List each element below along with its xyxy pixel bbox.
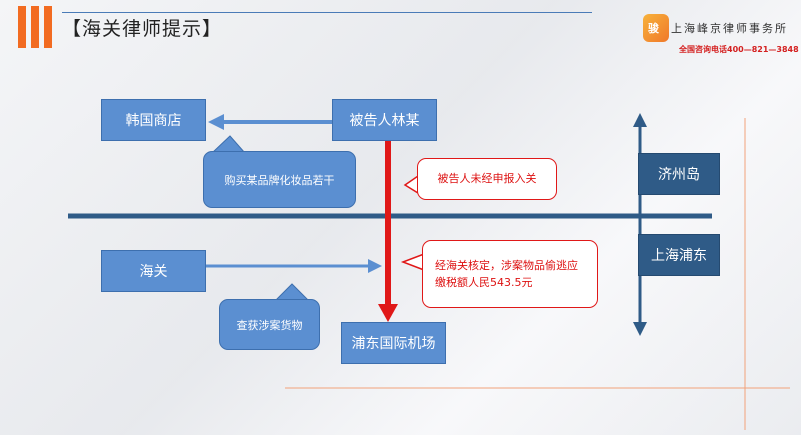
page-title: 【海关律师提示】 <box>62 18 223 40</box>
callout-pointer-2 <box>400 252 425 272</box>
accent-bar-2 <box>31 6 39 48</box>
korean-store-box: 韩国商店 <box>101 99 206 141</box>
defendant-box: 被告人林某 <box>332 99 437 141</box>
firm-logo: 骏 上海峰京律师事务所 全国咨询电话400—821—3848 <box>643 14 799 60</box>
pudong-airport-box: 浦东国际机场 <box>341 322 446 364</box>
finding-callout: 经海关核定，涉案物品偷逃应缴税额人民543.5元 <box>422 240 598 308</box>
arrow-right-icon <box>368 259 382 273</box>
firm-name: 上海峰京律师事务所 <box>671 22 788 35</box>
accent-bar-3 <box>44 6 52 48</box>
firm-phone: 全国咨询电话400—821—3848 <box>679 45 799 54</box>
undeclared-callout: 被告人未经申报入关 <box>417 158 557 200</box>
red-arrow-down-icon <box>378 304 398 322</box>
seized-bubble: 查获涉案货物 <box>219 299 320 350</box>
purchase-bubble: 购买某品牌化妆品若干 <box>203 151 356 208</box>
jeju-box: 济州岛 <box>638 153 720 195</box>
accent-bar-1 <box>18 6 26 48</box>
header-divider <box>62 12 592 13</box>
customs-box: 海关 <box>101 250 206 292</box>
logo-icon: 骏 <box>643 14 669 42</box>
axis-arrow-down-icon <box>633 322 647 336</box>
axis-arrow-up-icon <box>633 113 647 127</box>
arrow-left-icon <box>208 114 224 130</box>
shanghai-pudong-box: 上海浦东 <box>638 234 720 276</box>
logo-icon-text: 骏 <box>648 22 659 35</box>
bubble-pointer-2 <box>274 283 310 301</box>
